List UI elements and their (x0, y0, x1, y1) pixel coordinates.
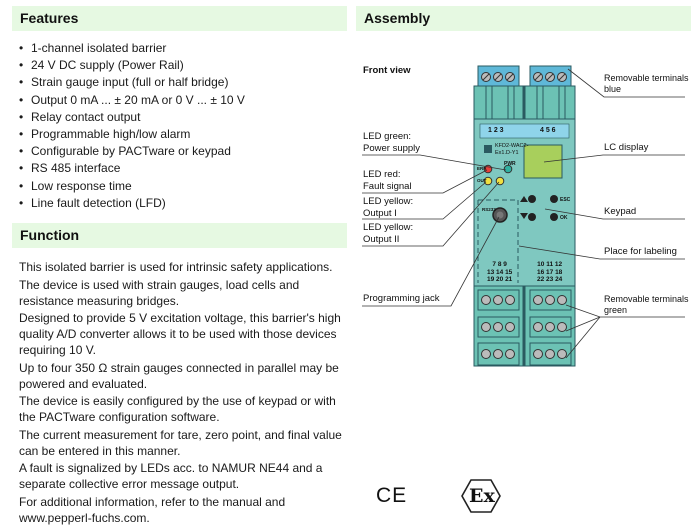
top-terminal-right (529, 65, 572, 87)
assembly-title: Assembly (364, 10, 431, 26)
key-esc (550, 195, 558, 203)
lc-display (523, 144, 563, 179)
ex-mark-icon: Ex (469, 485, 495, 507)
function-text: This isolated barrier is used for intrin… (19, 259, 349, 527)
err-label: ERR (477, 166, 487, 171)
rs232-label: RS232 (482, 207, 496, 212)
features-header: Features (12, 6, 347, 31)
out-label: OUT (477, 178, 487, 183)
key-up (528, 195, 536, 203)
function-paragraph: A fault is signalized by LEDs acc. to NA… (19, 461, 323, 491)
feature-item: Relay contact output (18, 109, 245, 126)
feature-item: Output 0 mA ... ± 20 mA or 0 V ... ± 10 … (18, 92, 245, 109)
ok-label: OK (560, 215, 568, 221)
key-down (528, 213, 536, 221)
led-green (503, 164, 513, 174)
led-yellow-2-label: LED yellow:Output II (363, 222, 414, 245)
pwr-label: PWR (504, 161, 516, 167)
function-paragraph: The device is used with strain gauges, l… (19, 277, 300, 308)
led-green-label: LED green:Power supply (363, 131, 421, 154)
feature-item: Strain gauge input (full or half bridge) (18, 74, 245, 91)
key-ok (550, 213, 558, 221)
lc-display-label: LC display (604, 142, 649, 153)
function-header: Function (12, 223, 347, 248)
assembly-header: Assembly (356, 6, 691, 31)
function-paragraph: This isolated barrier is used for intrin… (19, 260, 333, 274)
feature-item: RS 485 interface (18, 160, 245, 177)
function-paragraph: Up to four 350 Ω strain gauges connected… (19, 360, 339, 391)
feature-item: 1-channel isolated barrier (18, 40, 245, 57)
front-view-label: Front view (363, 65, 411, 76)
feature-item: Line fault detection (LFD) (18, 195, 245, 212)
top-numbers-right: 4 5 6 (540, 127, 556, 134)
ce-mark-icon: CE (376, 484, 408, 507)
function-paragraph: Designed to provide 5 V excitation volta… (19, 311, 341, 357)
labeling-label: Place for labeling (604, 246, 677, 257)
ex-mark-hexagon (461, 479, 501, 513)
led-red-label: LED red:Fault signal (363, 169, 412, 192)
programming-jack-label: Programming jack (363, 293, 440, 304)
function-paragraph: The device is easily configured by the u… (19, 394, 336, 424)
features-list: 1-channel isolated barrier 24 V DC suppl… (18, 40, 245, 212)
keypad-label: Keypad (604, 206, 637, 217)
led-yellow-1 (483, 176, 493, 186)
features-title: Features (20, 10, 79, 26)
function-paragraph: The current measurement for tare, zero p… (19, 427, 342, 458)
top-numbers-left: 1 2 3 (488, 127, 504, 134)
top-terminal-left (477, 65, 520, 87)
feature-item: Low response time (18, 178, 245, 195)
feature-item: Configurable by PACTware or keypad (18, 143, 245, 160)
function-paragraph: For additional information, refer to the… (19, 494, 286, 525)
function-title: Function (20, 227, 80, 243)
device-model: KFD2-WAC2-Ex1.D-Y1 (495, 143, 529, 156)
feature-item: 24 V DC supply (Power Rail) (18, 57, 245, 74)
esc-label: ESC (560, 197, 571, 203)
led-yellow-1-label: LED yellow:Output I (363, 196, 414, 219)
feature-item: Programmable high/low alarm (18, 126, 245, 143)
